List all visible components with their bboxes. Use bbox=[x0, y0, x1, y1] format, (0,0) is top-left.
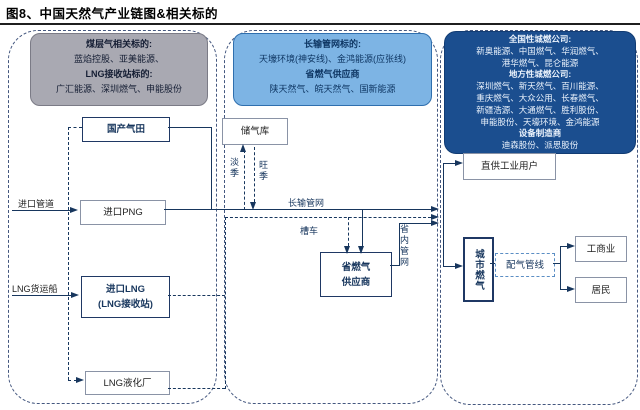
domestic-field-dashed-link bbox=[68, 127, 82, 128]
supplier-out-line-h2 bbox=[399, 223, 431, 224]
citygas-note-line1: 新奥能源、中国燃气、华润燃气、 bbox=[476, 45, 604, 56]
main-pipeline-line bbox=[164, 209, 431, 210]
citygas-note-heading3: 设备制造商 bbox=[518, 128, 562, 139]
node-distribution-line: 配气管线 bbox=[495, 253, 555, 277]
import-lng-out-dashed-line bbox=[168, 295, 225, 296]
node-domestic-gas-field-label: 国产气田 bbox=[106, 124, 145, 135]
supplier-out-line-v bbox=[399, 223, 400, 266]
label-peak-season: 旺季 bbox=[258, 160, 268, 182]
downstream-container bbox=[440, 30, 638, 405]
lng-plant-feed-line bbox=[68, 380, 77, 381]
pipeline-note-heading1: 长输管网标的: bbox=[304, 39, 361, 49]
node-city-gas: 城市燃气 bbox=[463, 237, 494, 302]
node-lng-plant-label: LNG液化厂 bbox=[103, 377, 152, 389]
tanker-to-supplier-line bbox=[348, 217, 349, 246]
coalbed-note-heading1: 煤层气相关标的: bbox=[86, 39, 152, 49]
node-provincial-supplier-label2: 供应商 bbox=[341, 276, 371, 288]
tanker-route-arrow bbox=[431, 214, 439, 220]
coalbed-note-line2: 广汇能源、深圳燃气、申能股份 bbox=[55, 84, 182, 94]
lng-plant-out-dashed-line bbox=[168, 388, 225, 389]
pipeline-note-line1: 天壕环境(神安线)、金鸿能源(应张线) bbox=[259, 54, 406, 64]
node-direct-industrial-users-label: 直供工业用户 bbox=[480, 161, 538, 172]
node-import-png: 进口PNG bbox=[80, 200, 166, 225]
storage-withdrawal-arrow bbox=[250, 202, 256, 210]
city-gas-branch-line bbox=[443, 266, 456, 267]
direct-industrial-branch-line bbox=[443, 163, 456, 164]
direct-industrial-arrow bbox=[455, 160, 463, 166]
residents-branch-line bbox=[560, 289, 568, 290]
node-domestic-gas-field: 国产气田 bbox=[82, 117, 170, 142]
tanker-route-line bbox=[225, 217, 431, 218]
storage-withdrawal-line bbox=[254, 147, 255, 202]
node-import-lng-label2: (LNG接收站) bbox=[98, 299, 153, 310]
citygas-note-heading2: 地方性城燃公司: bbox=[508, 69, 572, 80]
lng-ship-arrow bbox=[71, 292, 79, 298]
upstream-container bbox=[8, 30, 217, 404]
citygas-note-line5: 新疆浩源、大通燃气、胜利股份、 bbox=[476, 104, 604, 115]
label-tank-truck: 槽车 bbox=[300, 226, 319, 236]
citygas-note-box: 全国性城燃公司: 新奥能源、中国燃气、华润燃气、 港华燃气、昆仑能源 地方性城燃… bbox=[444, 31, 636, 154]
citygas-note-line3: 深圳燃气、新天然气、百川能源、 bbox=[476, 81, 604, 92]
node-distribution-line-label: 配气管线 bbox=[505, 259, 544, 271]
coalbed-note-heading2: LNG接收站标的: bbox=[85, 69, 153, 79]
citygas-note-line7: 迪森股份、派思股份 bbox=[501, 140, 579, 151]
node-import-lng: 进口LNG (LNG接收站) bbox=[81, 276, 170, 318]
lng-plant-feed-arrow bbox=[76, 377, 84, 383]
node-gas-storage: 储气库 bbox=[222, 118, 288, 145]
citygas-note-line4: 重庆燃气、大众公用、长春燃气、 bbox=[476, 92, 604, 103]
storage-injection-arrow bbox=[240, 144, 246, 152]
lng-ship-line bbox=[12, 295, 71, 296]
import-pipeline-arrow bbox=[70, 207, 78, 213]
pipeline-note-line2: 陕天然气、皖天然气、国新能源 bbox=[269, 84, 396, 94]
storage-injection-line bbox=[244, 150, 245, 210]
supplier-feed-arrow bbox=[358, 246, 364, 254]
node-provincial-supplier: 省燃气 供应商 bbox=[320, 252, 392, 297]
pipeline-note-heading2: 省燃气供应商 bbox=[305, 69, 360, 79]
pipeline-note-box: 长输管网标的: 天壕环境(神安线)、金鸿能源(应张线) 省燃气供应商 陕天然气、… bbox=[233, 33, 432, 106]
citygas-note-line6: 申能股份、天壕环境、金鸿能源 bbox=[480, 116, 600, 127]
label-provincial-pipeline: 省内管网 bbox=[399, 224, 409, 268]
label-long-distance-pipeline: 长输管网 bbox=[288, 198, 325, 208]
supplier-out-line-h1 bbox=[390, 265, 400, 266]
residents-arrow bbox=[567, 286, 575, 292]
node-import-lng-label1: 进口LNG bbox=[105, 284, 146, 295]
label-lng-cargo-ship: LNG货运船 bbox=[12, 284, 58, 294]
import-pipeline-line bbox=[12, 210, 70, 211]
coalbed-note-line1: 蓝焰控股、亚美能源、 bbox=[73, 54, 164, 64]
domestic-field-out-line-h bbox=[168, 127, 211, 128]
figure-title: 图8、中国天然气产业链图&相关标的 bbox=[6, 7, 218, 21]
tanker-to-supplier-arrow bbox=[344, 246, 350, 254]
supplier-out-arrow bbox=[431, 220, 439, 226]
industry-branch-line bbox=[560, 246, 568, 247]
label-import-pipeline: 进口管道 bbox=[18, 199, 55, 209]
node-provincial-supplier-label1: 省燃气 bbox=[341, 261, 371, 273]
industry-arrow bbox=[567, 243, 575, 249]
distribution-out-line bbox=[553, 263, 561, 264]
node-import-png-label: 进口PNG bbox=[103, 207, 143, 218]
node-city-gas-label: 城市燃气 bbox=[473, 248, 484, 291]
node-residents: 居民 bbox=[575, 277, 627, 303]
citygas-note-line2: 港华燃气、昆仑能源 bbox=[501, 57, 579, 68]
supplier-feed-line bbox=[362, 210, 363, 246]
node-direct-industrial-users: 直供工业用户 bbox=[463, 153, 556, 180]
node-industry-commerce-label: 工商业 bbox=[586, 243, 616, 255]
citygas-note-heading1: 全国性城燃公司: bbox=[508, 34, 572, 44]
tanker-bus-line-v bbox=[225, 217, 226, 389]
upstream-dashed-bus-line bbox=[68, 127, 69, 380]
title-divider bbox=[0, 23, 640, 25]
distribution-branch-line bbox=[560, 246, 561, 290]
downstream-branch-line bbox=[443, 164, 444, 267]
city-gas-out-line bbox=[490, 263, 495, 264]
node-gas-storage-label: 储气库 bbox=[240, 126, 270, 137]
main-pipeline-arrow bbox=[431, 206, 439, 212]
node-industry-commerce: 工商业 bbox=[575, 236, 627, 262]
label-off-season: 淡季 bbox=[229, 157, 239, 179]
coalbed-note-box: 煤层气相关标的: 蓝焰控股、亚美能源、 LNG接收站标的: 广汇能源、深圳燃气、… bbox=[30, 33, 208, 106]
city-gas-arrow bbox=[455, 263, 463, 269]
node-residents-label: 居民 bbox=[591, 284, 611, 296]
node-lng-plant: LNG液化厂 bbox=[85, 371, 170, 395]
domestic-field-out-line-v bbox=[211, 127, 212, 210]
